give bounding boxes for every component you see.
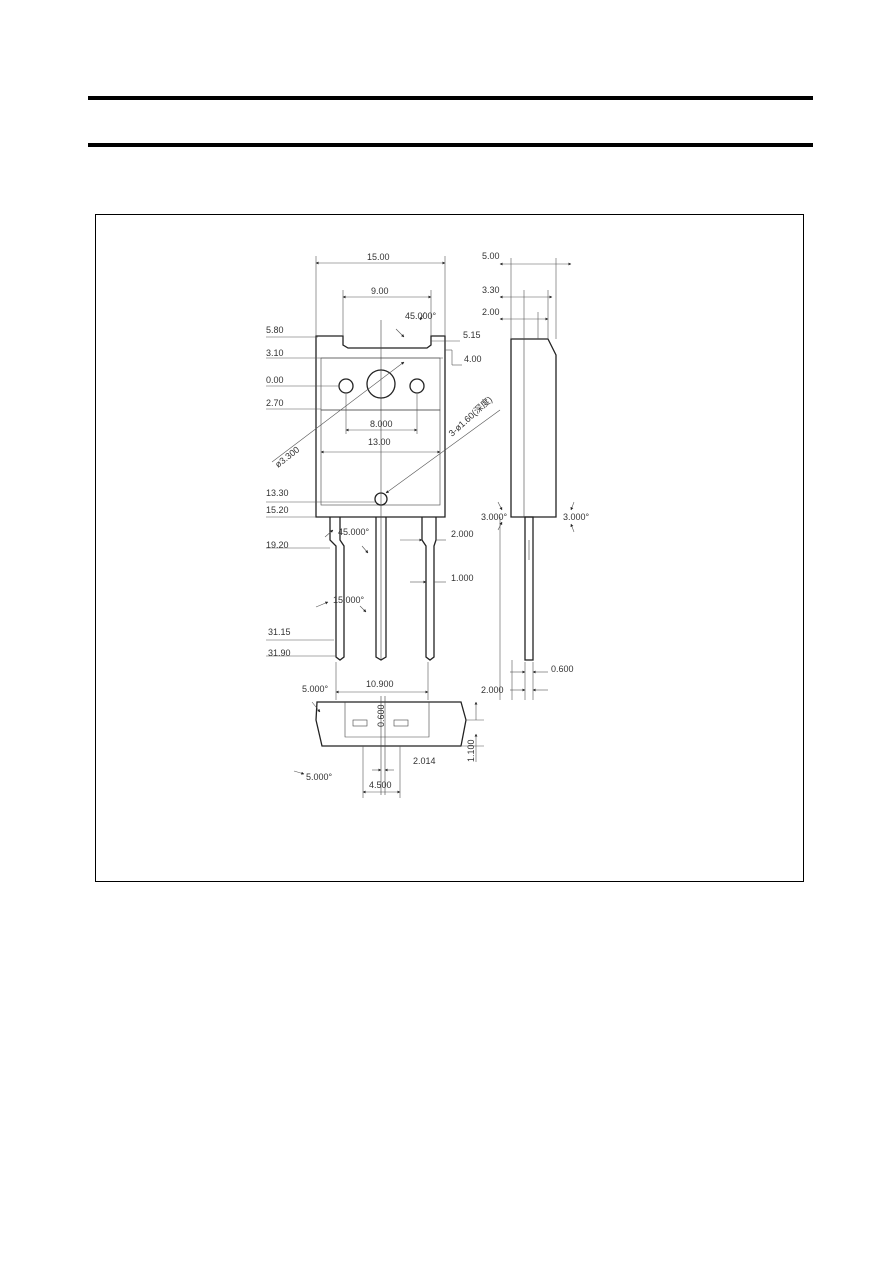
- dim-side-angle-bottom: 5.000°: [306, 772, 333, 782]
- dim-draft-right: 3.000°: [563, 512, 590, 522]
- dim-lead-width-wide: 2.000: [451, 529, 474, 539]
- dim-side-angle: 5.000°: [302, 684, 329, 694]
- dim-tab-offset: 5.15: [463, 330, 481, 340]
- dim-left-2: 0.00: [266, 375, 284, 385]
- dim-thickness-tab: 2.00: [482, 307, 500, 317]
- dim-left-3: 2.70: [266, 398, 284, 408]
- dim-height: 1.100: [466, 739, 476, 762]
- dim-hole-diameter: ø3.300: [273, 444, 301, 469]
- dim-width-top: 9.00: [371, 286, 389, 296]
- dim-body-height-0: 13.30: [266, 488, 289, 498]
- side-view: 5.00 3.30 2.00 3.000° 3.000° 0.600 2.000: [481, 251, 590, 700]
- front-view: 15.00 9.00 45.000° 5.15 4.00 5.80 3.10 0…: [266, 252, 501, 661]
- dim-draft-left: 3.000°: [481, 512, 508, 522]
- dim-body-height-1: 15.20: [266, 505, 289, 515]
- dim-base-width: 4.500: [369, 780, 392, 790]
- header-rule-top: [88, 96, 813, 100]
- dim-lead-thickness: 0.600: [551, 664, 574, 674]
- dim-lead-bend-angle: 15.000°: [333, 595, 365, 605]
- bottom-view: 10.900 5.000° 5.000° 0.600 1.100 2.014 4…: [293, 662, 484, 798]
- dim-lead-length-1: 31.90: [268, 648, 291, 658]
- dim-lead-start: 19.20: [266, 540, 289, 550]
- dim-slot-width: 2.014: [413, 756, 436, 766]
- header-rule-bottom: [88, 143, 813, 147]
- dim-lead-angle: 45.000°: [338, 527, 370, 537]
- dim-thickness-total: 5.00: [482, 251, 500, 261]
- dim-width-total: 15.00: [367, 252, 390, 262]
- dim-lead-span: 10.900: [366, 679, 394, 689]
- dim-notch-height: 4.00: [464, 354, 482, 364]
- dim-left-1: 3.10: [266, 348, 284, 358]
- dim-slot-depth: 0.600: [376, 704, 386, 727]
- dim-body-width: 13.00: [368, 437, 391, 447]
- dim-lead-width-narrow: 1.000: [451, 573, 474, 583]
- dim-hole-spacing: 8.000: [370, 419, 393, 429]
- drawing-frame: [95, 214, 804, 882]
- dim-left-0: 5.80: [266, 325, 284, 335]
- dim-lead-length-0: 31.15: [268, 627, 291, 637]
- dim-chamfer-angle: 45.000°: [405, 311, 437, 321]
- dim-thickness-mid: 3.30: [482, 285, 500, 295]
- dim-lead-offset: 2.000: [481, 685, 504, 695]
